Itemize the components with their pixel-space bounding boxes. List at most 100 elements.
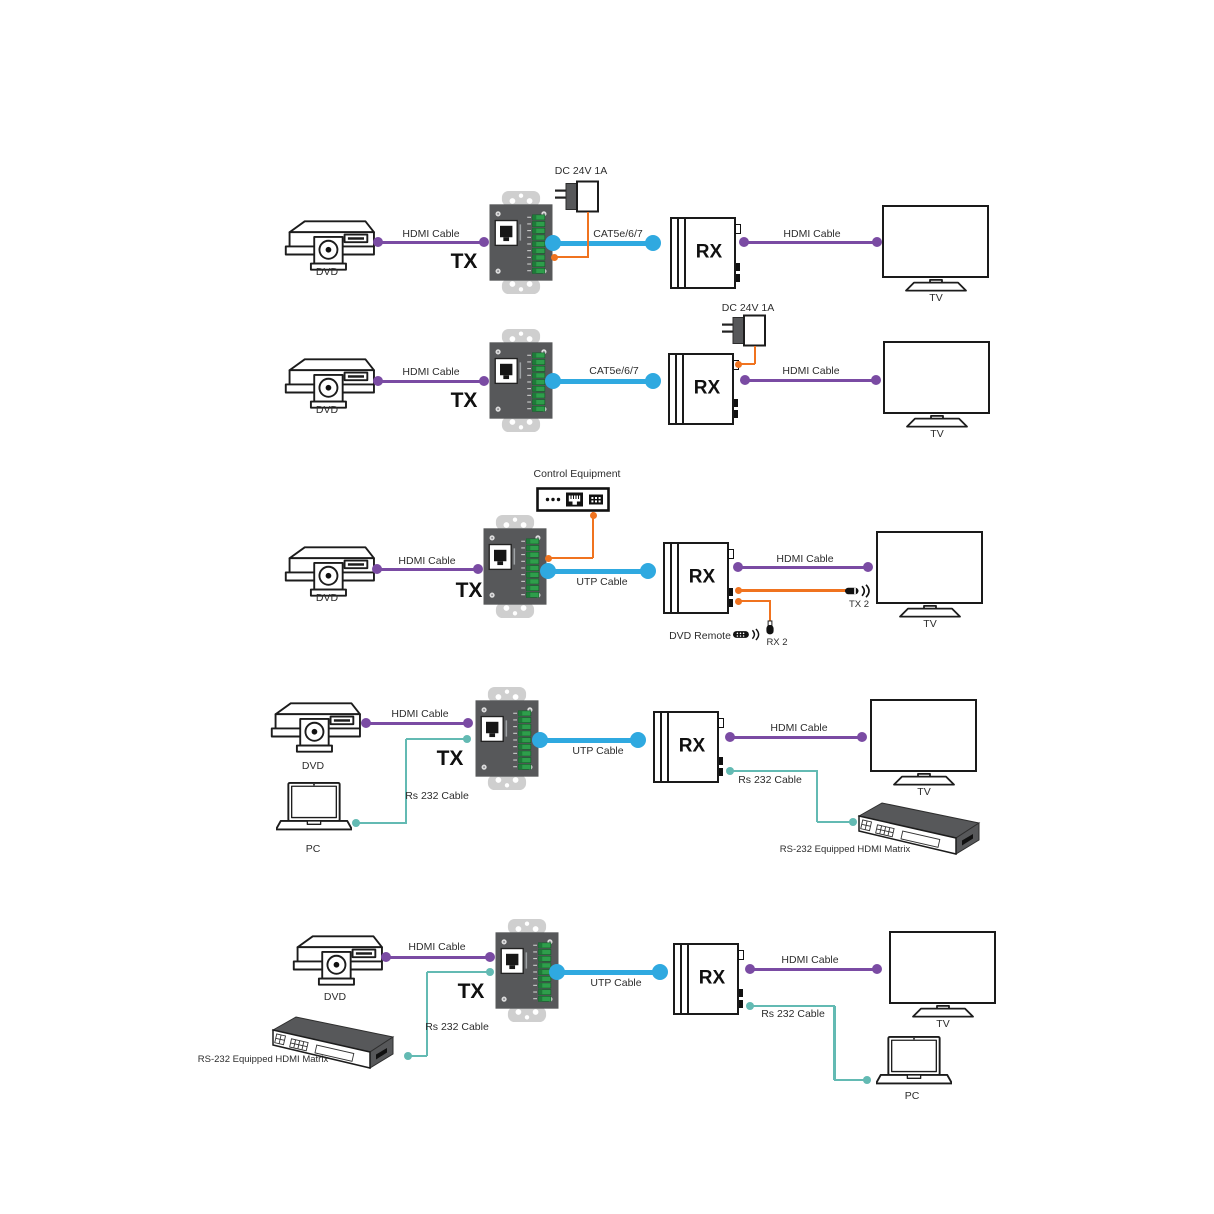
rx-front-line (675, 355, 684, 423)
tv-icon (883, 341, 990, 414)
tx-label: TX (450, 389, 478, 412)
tx-label: TX (457, 980, 485, 1003)
rs232-cable-line (404, 739, 407, 824)
tv-stand-icon (889, 773, 959, 786)
dvd-player-icon (266, 700, 361, 755)
control-wire (591, 512, 594, 558)
cable-dot (545, 373, 561, 389)
cable-dot (739, 237, 749, 247)
rx-device: RX (663, 542, 734, 614)
pc-laptop-icon (276, 781, 352, 839)
tx-label: TX (436, 747, 464, 770)
rx-device: RX (673, 943, 744, 1015)
rx-side-tab (736, 263, 740, 271)
rx-top-tab (738, 950, 744, 960)
rx-top-tab (718, 718, 724, 728)
cable-dot (550, 254, 558, 261)
hdmi-matrix-label: RS-232 Equipped HDMI Matrix (197, 1054, 329, 1065)
rx-label: RX (688, 566, 716, 588)
dvd-player-icon (288, 933, 383, 988)
hdmi-cable-line (744, 240, 877, 244)
rx-top-tab (735, 224, 741, 234)
dvd-label: DVD (323, 991, 347, 1003)
rx-device: RX (670, 217, 741, 289)
cable-dot (725, 732, 735, 742)
power-wire (586, 212, 589, 258)
rx-front-line (670, 544, 679, 612)
cable-dot (381, 952, 391, 962)
ir-receiver-wire (768, 600, 771, 621)
rx-label: RX (678, 735, 706, 757)
tv-icon (882, 205, 989, 278)
rs232-cable-line (833, 1006, 836, 1080)
hdmi-cable-line (745, 378, 876, 382)
cat-cable-line (553, 378, 653, 384)
dvd-player-icon (280, 356, 375, 411)
cable-dot (872, 237, 882, 247)
cable-dot (463, 718, 473, 728)
control-equipment-label: Control Equipment (533, 468, 621, 480)
rs232-cable-line (427, 970, 490, 973)
hdmi-cable-label: HDMI Cable (391, 708, 449, 720)
tv-stand-icon (908, 1005, 978, 1018)
cable-dot (640, 563, 656, 579)
hdmi-cable-line (377, 567, 478, 571)
pc-label: PC (904, 1090, 920, 1102)
hdmi-cable-label: HDMI Cable (770, 722, 828, 734)
tv-label: TV (936, 1018, 950, 1030)
dvd-label: DVD (315, 404, 339, 416)
cable-dot (373, 237, 383, 247)
hdmi-cable-label: HDMI Cable (408, 941, 466, 953)
rs232-cable-line (406, 737, 467, 740)
hdmi-cable-line (366, 721, 468, 725)
rx-side-tab (719, 768, 723, 776)
utp-cable-line (557, 969, 660, 975)
rs232-cable-line (730, 769, 818, 772)
cable-dot (745, 964, 755, 974)
rs232-cable-line (834, 1078, 867, 1081)
ir-emitter-icon (845, 584, 873, 598)
cat-cable-line (553, 240, 653, 246)
utp-cable-label: UTP Cable (590, 977, 642, 989)
cable-dot (726, 767, 734, 775)
cable-dot (734, 597, 742, 605)
ir-emitter-label: TX 2 (848, 599, 870, 610)
hdmi-cable-label: HDMI Cable (776, 553, 834, 565)
cable-dot (645, 373, 661, 389)
rx-side-tab (729, 599, 733, 607)
cable-dot (532, 732, 548, 748)
rs232-cable-label: Rs 232 Cable (738, 774, 802, 786)
cable-dot (735, 360, 742, 368)
rs232-cable-line (356, 821, 407, 824)
rx-front-line (660, 713, 669, 781)
hdmi-cable-label: HDMI Cable (402, 366, 460, 378)
hdmi-cable-label: HDMI Cable (781, 954, 839, 966)
cable-dot (863, 562, 873, 572)
rx-side-tab (734, 410, 738, 418)
dvd-label: DVD (315, 592, 339, 604)
hdmi-cable-line (730, 735, 862, 739)
rx-device: RX (668, 353, 739, 425)
cable-dot (485, 952, 495, 962)
tx-label: TX (450, 250, 478, 273)
rs232-cable-line (425, 972, 428, 1056)
utp-cable-line (540, 737, 638, 743)
tv-label: TV (917, 786, 931, 798)
cable-dot (544, 554, 552, 562)
rx-side-tab (719, 757, 723, 765)
rs232-cable-line (817, 820, 853, 823)
rs232-cable-line (408, 1054, 427, 1057)
power-wire (555, 255, 588, 258)
cable-dot (540, 563, 556, 579)
power-label: DC 24V 1A (554, 165, 608, 177)
cable-dot (872, 964, 882, 974)
hdmi-cable-line (378, 379, 484, 383)
power-adapter-icon (722, 314, 767, 348)
rx-side-tab (729, 588, 733, 596)
rx-side-tab (739, 989, 743, 997)
rs232-cable-label: Rs 232 Cable (425, 1021, 489, 1033)
rx-label: RX (693, 377, 721, 399)
dvd-player-icon (280, 218, 375, 273)
rx-side-tab (734, 399, 738, 407)
hdmi-cable-label: HDMI Cable (783, 228, 841, 240)
